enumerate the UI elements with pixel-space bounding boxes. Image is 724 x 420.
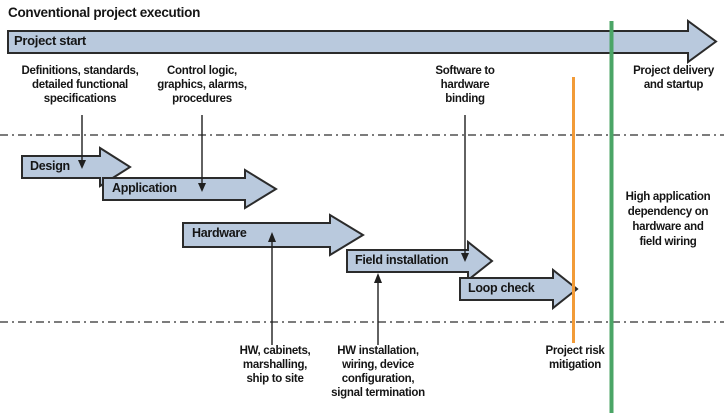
diagram-title: Conventional project execution (8, 5, 201, 20)
connector-control-logic-arrowhead (198, 183, 206, 192)
annotation-hw-cabinets: HW, cabinets, marshalling, ship to site (239, 345, 311, 385)
phase-label-design: Design (30, 159, 70, 173)
connector-hw-installation-arrowhead (374, 273, 382, 283)
annotation-hw-installation: HW installation, wiring, device configur… (331, 345, 425, 399)
annotation-project-delivery: Project delivery and startup (633, 65, 714, 91)
phase-label-loop-check: Loop check (468, 281, 535, 295)
phase-label-field-installation: Field installation (355, 253, 449, 267)
connector-hw-cabinets-arrowhead (268, 232, 276, 242)
project-start-arrow (7, 19, 718, 64)
annotation-software-binding: Software to hardware binding (435, 65, 495, 105)
annotation-high-dependency: High application dependency on hardware … (625, 191, 711, 248)
connector-software-binding-arrowhead (461, 253, 469, 262)
application-arrow (102, 168, 278, 210)
design-arrow (21, 146, 132, 188)
annotation-control-logic: Control logic, graphics, alarms, procedu… (157, 65, 247, 105)
annotation-definitions: Definitions, standards, detailed functio… (21, 65, 139, 105)
phase-label-application: Application (112, 181, 177, 195)
connector-definitions-arrowhead (78, 160, 86, 169)
project-start-label: Project start (14, 33, 86, 48)
phase-label-hardware: Hardware (192, 226, 247, 240)
annotation-project-risk: Project risk mitigation (545, 345, 605, 371)
loop-check-arrow (459, 267, 579, 311)
field-installation-arrow (346, 239, 494, 283)
